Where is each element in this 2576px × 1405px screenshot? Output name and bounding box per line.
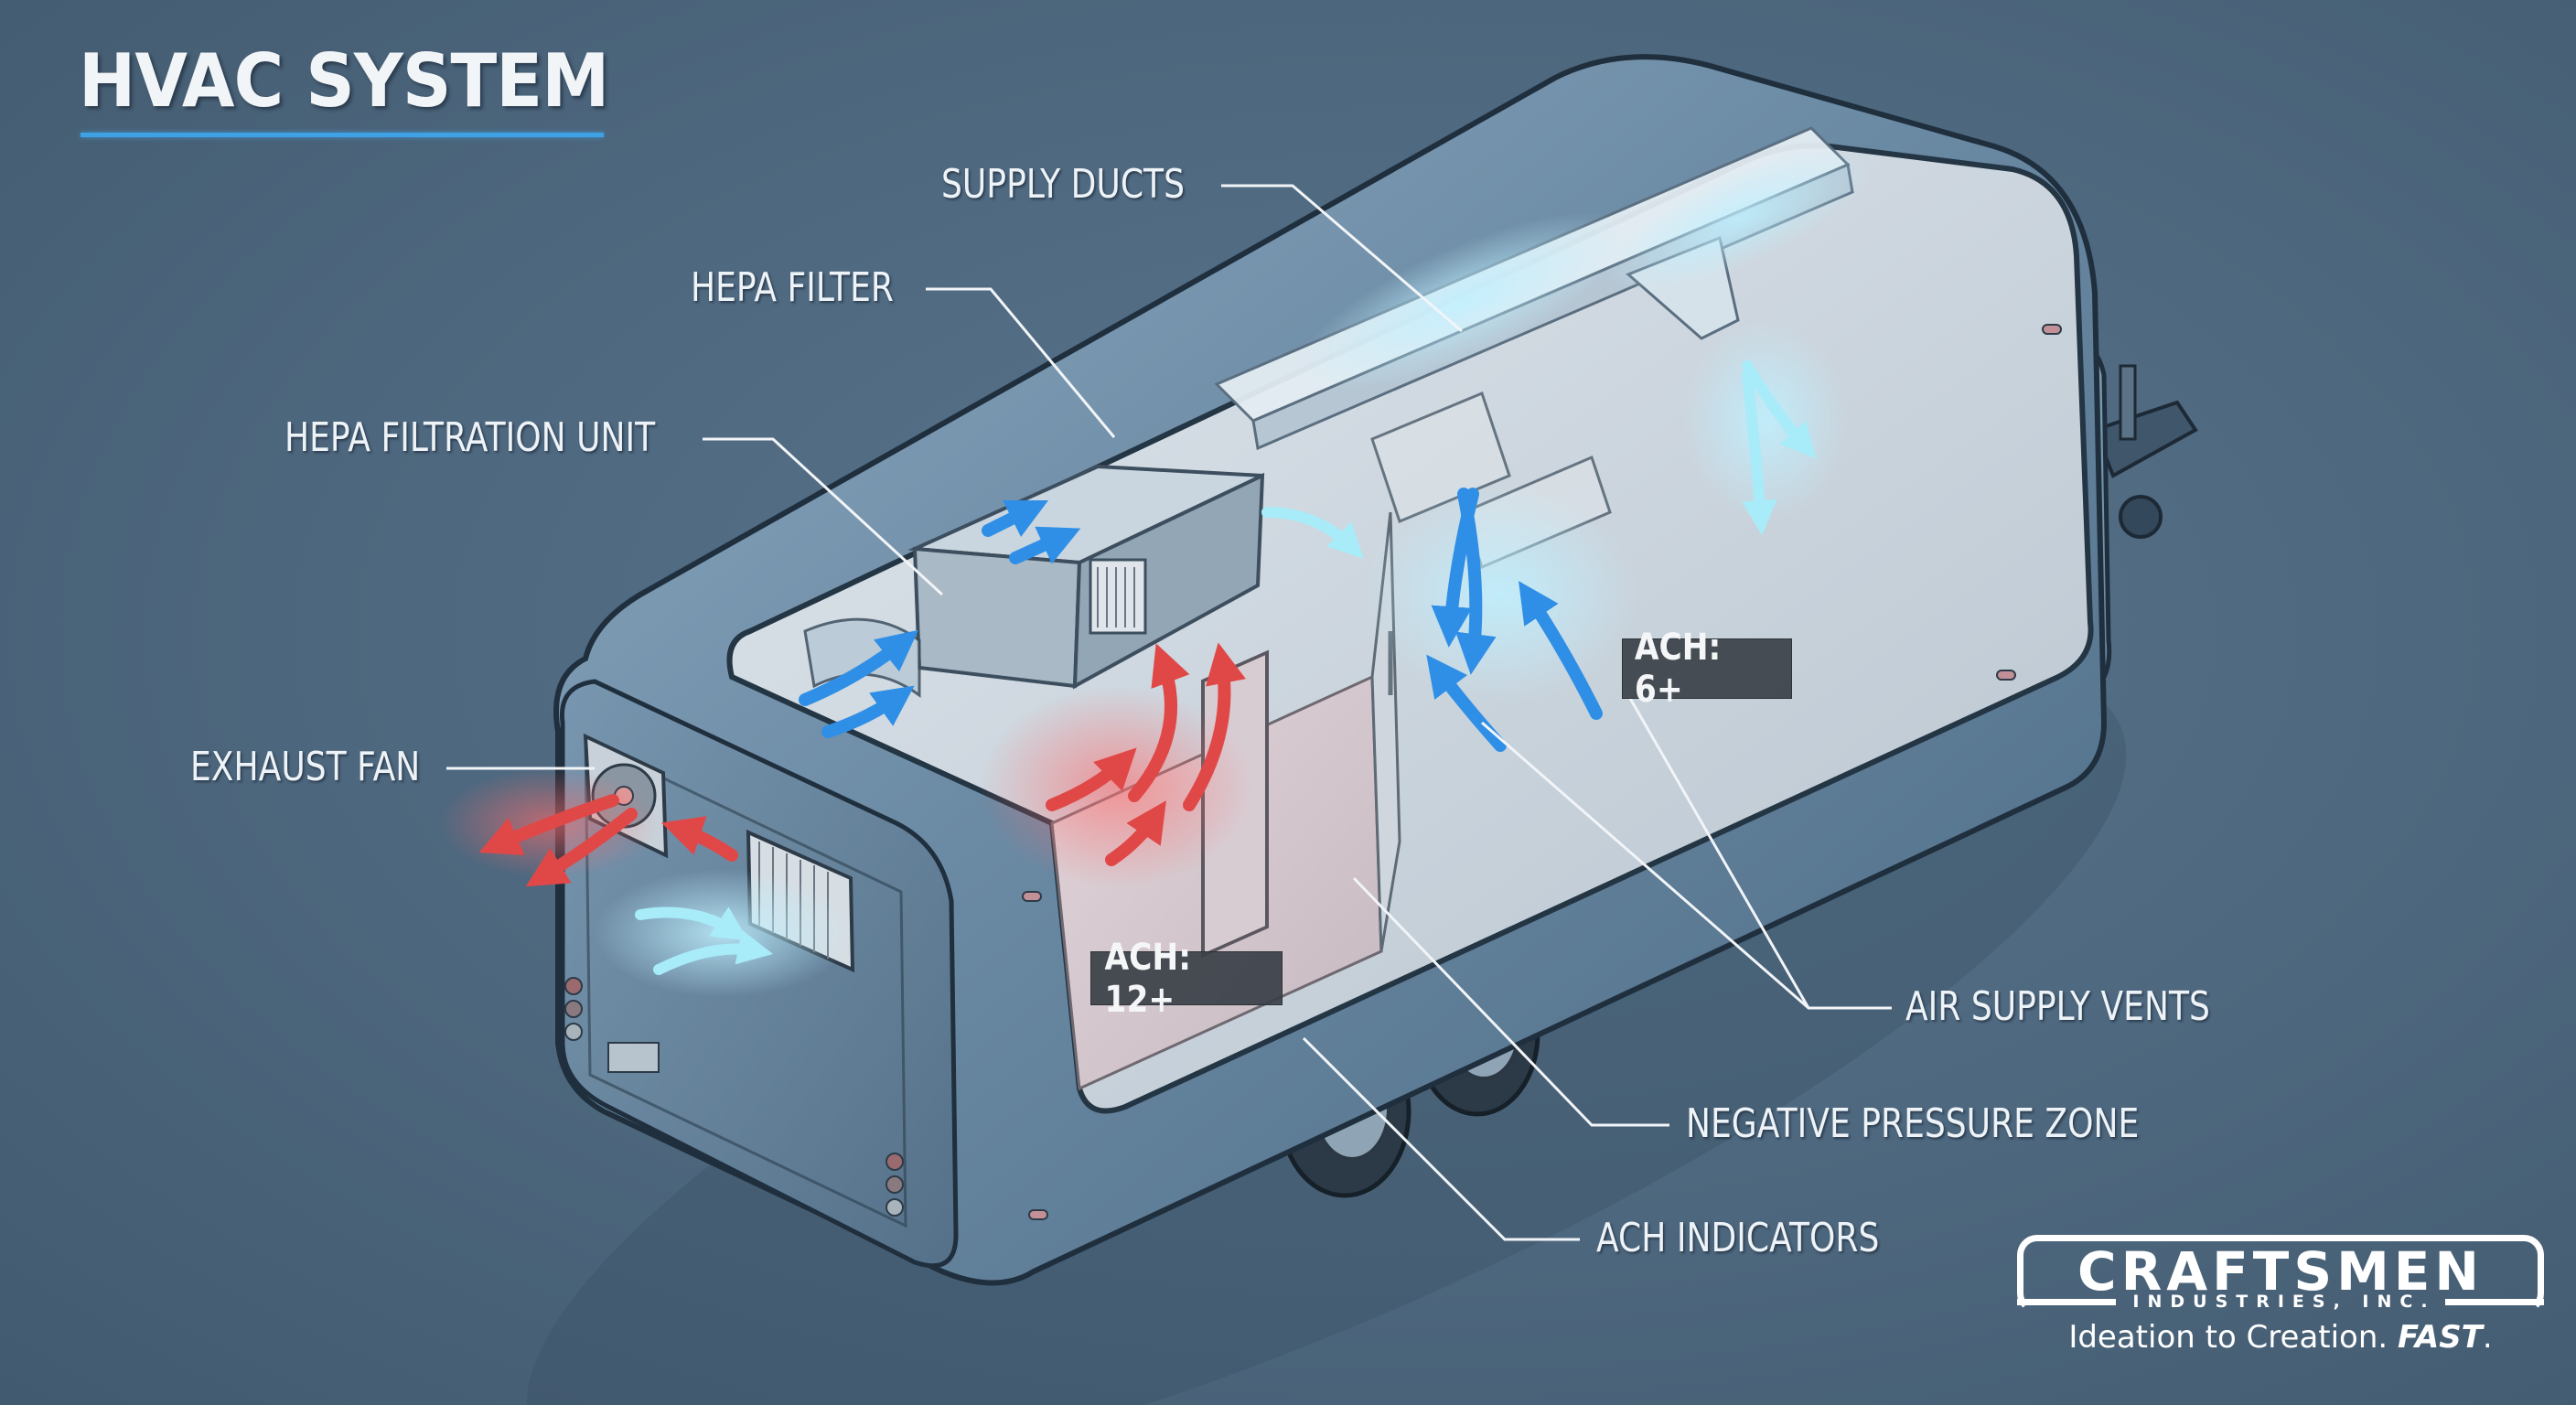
leader-negative-pressure-zone	[1352, 876, 1669, 1127]
leader-hepa-filter	[926, 287, 1116, 438]
logo-tagline-main: Ideation to Creation.	[2068, 1319, 2388, 1356]
trailer-hitch	[2092, 364, 2198, 539]
ach-badge-main: ACH: 6+	[1622, 627, 1792, 711]
supply-airflow-arrows	[799, 488, 1603, 752]
marker-lights	[1022, 324, 2062, 1220]
title-underline	[80, 133, 604, 137]
logo-tagline-end: .	[2482, 1319, 2493, 1356]
label-hepa-filter: HEPA FILTER	[691, 264, 894, 311]
label-hepa-filtration-unit: HEPA FILTRATION UNIT	[284, 414, 656, 461]
label-negative-pressure-zone: NEGATIVE PRESSURE ZONE	[1686, 1100, 2140, 1147]
leader-ach-indicators	[1302, 1036, 1580, 1241]
logo-subtitle-row: INDUSTRIES, INC.	[2017, 1288, 2544, 1315]
supply-duct-run	[1214, 126, 1873, 451]
ach-badge-isolation: ACH: 12+	[1090, 937, 1283, 1021]
ach-badge-isolation-text: ACH: 12+	[1104, 936, 1191, 1021]
leader-supply-ducts	[1221, 184, 1463, 333]
exhaust-airflow-arrows	[478, 642, 1246, 887]
label-ach-indicators: ACH INDICATORS	[1596, 1215, 1880, 1261]
callout-leader-lines	[446, 184, 1892, 1241]
label-exhaust-fan: EXHAUST FAN	[190, 744, 421, 790]
logo-frame	[2017, 1235, 2544, 1314]
label-supply-ducts: SUPPLY DUCTS	[941, 161, 1185, 208]
logo-subtitle: INDUSTRIES, INC.	[2132, 1292, 2436, 1312]
logo-rule-left	[2017, 1298, 2117, 1305]
hepa-unit	[803, 464, 1265, 698]
fresh-intake-arrows	[635, 360, 1817, 975]
leader-air-supply-vents-b	[1626, 694, 1810, 1009]
tail-lights	[564, 977, 904, 1217]
ach-badge-main-text: ACH: 6+	[1634, 627, 1722, 711]
logo-tagline: Ideation to Creation. FAST.	[2017, 1319, 2544, 1356]
logo-tagline-emphasis: FAST	[2398, 1319, 2483, 1356]
label-air-supply-vents: AIR SUPPLY VENTS	[1905, 983, 2210, 1030]
leader-hepa-filtration-unit	[703, 437, 944, 596]
logo-name: CRAFTSMEN	[2077, 1240, 2484, 1303]
logo-rule-right	[2444, 1298, 2544, 1305]
page-title: HVAC SYSTEM	[79, 38, 609, 123]
